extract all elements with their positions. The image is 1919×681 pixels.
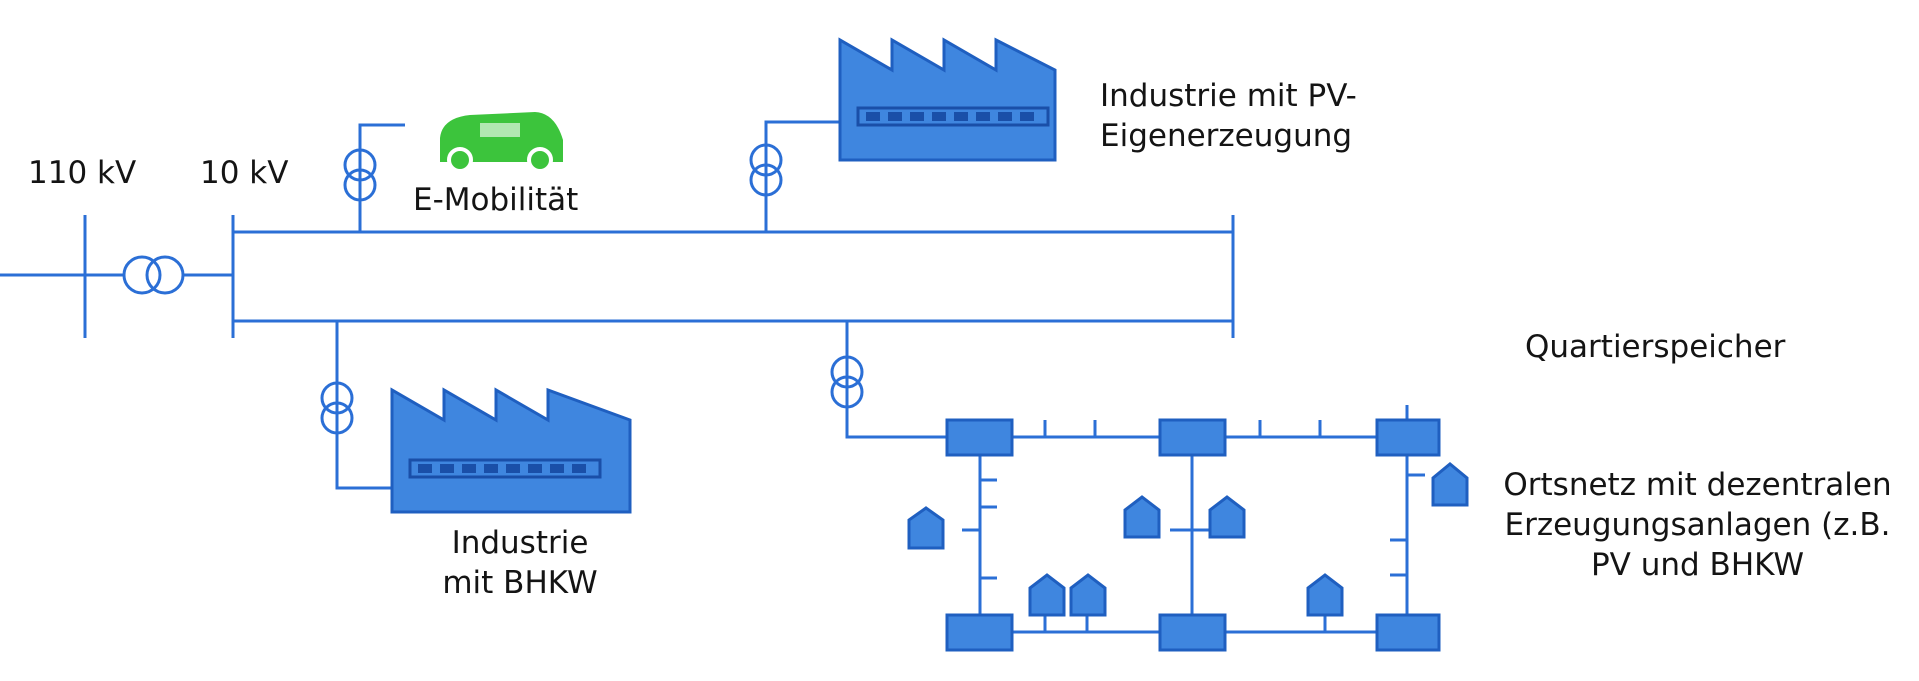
emobility-label: E-Mobilität [413, 182, 579, 218]
industry-bhkw-line2: mit BHKW [442, 565, 598, 601]
industry-pv-line1: Industrie mit PV- [1100, 78, 1357, 114]
house-icon [1431, 462, 1469, 507]
emobility-branch [358, 123, 405, 232]
transformer-icon [320, 381, 354, 435]
transformer-icon [830, 355, 864, 409]
industry-bhkw-label: Industrie mit BHKW [420, 523, 620, 603]
house-icon [1306, 573, 1344, 617]
ortsnetz-line3: PV und BHKW [1590, 547, 1805, 583]
ortsnetz-label: Ortsnetz mit dezentralen Erzeugungsanlag… [1480, 465, 1915, 585]
industry-pv-line2: Eigenerzeugung [1100, 118, 1353, 154]
industry-pv-label: Industrie mit PV- Eigenerzeugung [1100, 76, 1357, 156]
voltage-110kv-label: 110 kV [28, 155, 137, 191]
industry-bhkw-line1: Industrie [451, 525, 589, 561]
quartierspeicher-label: Quartierspeicher [1525, 329, 1786, 365]
industry-pv-branch [764, 120, 840, 232]
factory-icon [390, 387, 632, 514]
transformer-icon [749, 143, 783, 197]
voltage-10kv-label: 10 kV [200, 155, 289, 191]
house-icon [1123, 495, 1161, 539]
transformer-icon [122, 255, 185, 295]
house-icon [1028, 573, 1066, 617]
transformer-icon [343, 148, 377, 202]
industry-bhkw-branch [335, 321, 392, 490]
ortsnetz-line1: Ortsnetz mit dezentralen [1503, 467, 1892, 503]
local-grid-network [945, 405, 1441, 652]
factory-icon [838, 37, 1057, 162]
house-icon [907, 506, 945, 550]
house-icon [1208, 495, 1246, 539]
local-grid-branch [845, 321, 947, 439]
electric-van-icon [440, 112, 563, 173]
ortsnetz-line2: Erzeugungsanlagen (z.B. [1504, 507, 1891, 543]
house-icon [1069, 573, 1107, 617]
